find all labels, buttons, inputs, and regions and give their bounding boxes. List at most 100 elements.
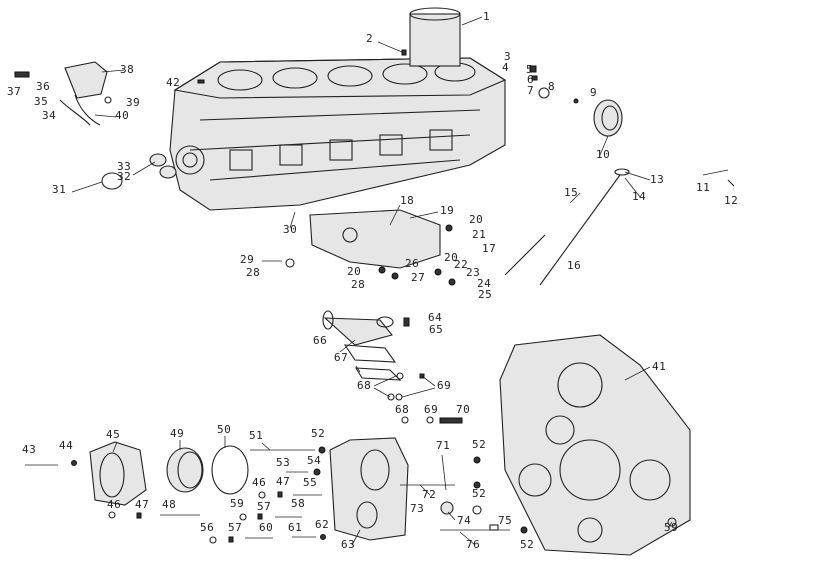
callout-42: 42 [166,76,180,89]
callout-23: 23 [466,266,480,279]
callout-73: 73 [410,502,424,515]
seal-rings [89,441,249,506]
callout-52: 52 [311,427,325,440]
callout-62: 62 [315,518,329,531]
callout-25: 25 [478,288,492,301]
bolts-and-nuts [25,446,528,544]
leader-lines [71,16,673,546]
cylinder-block [169,57,507,211]
callout-32: 32 [117,170,131,183]
callout-54: 54 [307,454,321,467]
callout-22: 22 [454,258,468,271]
callout-65: 65 [429,323,443,336]
callout-59: 59 [230,497,244,510]
callout-68: 68 [357,379,371,392]
callout-14: 14 [632,190,646,203]
callout-31: 31 [52,183,66,196]
callout-20: 20 [469,213,483,226]
callout-26: 26 [405,257,419,270]
callout-50: 50 [217,423,231,436]
callout-28: 28 [246,266,260,279]
callout-21: 21 [472,228,486,241]
callout-66: 66 [313,334,327,347]
callout-52: 52 [472,438,486,451]
callout-38: 38 [120,63,134,76]
callout-4: 4 [502,61,509,74]
callout-28: 28 [351,278,365,291]
callout-33: 33 [117,160,131,173]
callout-11: 11 [696,181,710,194]
callout-70: 70 [456,403,470,416]
callout-59: 59 [664,521,678,534]
callout-40: 40 [115,109,129,122]
callout-43: 43 [22,443,36,456]
callout-52: 52 [520,538,534,551]
oil-pan [309,209,441,269]
callout-41: 41 [652,360,666,373]
callout-13: 13 [650,173,664,186]
callout-51: 51 [249,429,263,442]
callout-1: 1 [483,10,490,23]
callout-20: 20 [347,265,361,278]
callout-20: 20 [444,251,458,264]
callout-27: 27 [411,271,425,284]
callout-57: 57 [257,500,271,513]
callout-10: 10 [596,148,610,161]
callout-39: 39 [126,96,140,109]
piston-cooling-nozzles [14,61,177,190]
callout-52: 52 [472,487,486,500]
callout-30: 30 [283,223,297,236]
callout-46: 46 [252,476,266,489]
callout-37: 37 [7,85,21,98]
callout-53: 53 [276,456,290,469]
callout-9: 9 [590,86,597,99]
callout-16: 16 [567,259,581,272]
callout-75: 75 [498,514,512,527]
cylinder-liner [409,7,461,67]
callout-63: 63 [341,538,355,551]
callout-8: 8 [548,80,555,93]
outlet-pipe [322,310,410,381]
callout-67: 67 [334,351,348,364]
callout-74: 74 [457,514,471,527]
callout-58: 58 [291,497,305,510]
callout-44: 44 [59,439,73,452]
timing-cover [329,437,409,541]
callout-55: 55 [303,476,317,489]
callout-57: 57 [228,521,242,534]
callout-35: 35 [34,95,48,108]
callout-69: 69 [424,403,438,416]
callout-48: 48 [162,498,176,511]
callout-49: 49 [170,427,184,440]
callout-7: 7 [527,84,534,97]
drain-fittings [262,224,456,286]
callout-3: 3 [504,50,511,63]
dipstick [504,168,630,286]
callout-19: 19 [440,204,454,217]
gear-housing [499,334,691,556]
callout-60: 60 [259,521,273,534]
callout-2: 2 [366,32,373,45]
callout-64: 64 [428,311,442,324]
callout-29: 29 [240,253,254,266]
callout-6: 6 [527,73,534,86]
callout-45: 45 [106,428,120,441]
callout-47: 47 [276,475,290,488]
callout-12: 12 [724,194,738,207]
callout-72: 72 [422,488,436,501]
oil-seal [593,99,623,137]
callout-46: 46 [107,498,121,511]
callout-56: 56 [200,521,214,534]
callout-61: 61 [288,521,302,534]
callout-68: 68 [395,403,409,416]
callout-24: 24 [477,277,491,290]
callout-71: 71 [436,439,450,452]
small-fittings [197,49,735,187]
callout-15: 15 [564,186,578,199]
callout-17: 17 [482,242,496,255]
callout-76: 76 [466,538,480,551]
callout-34: 34 [42,109,56,122]
